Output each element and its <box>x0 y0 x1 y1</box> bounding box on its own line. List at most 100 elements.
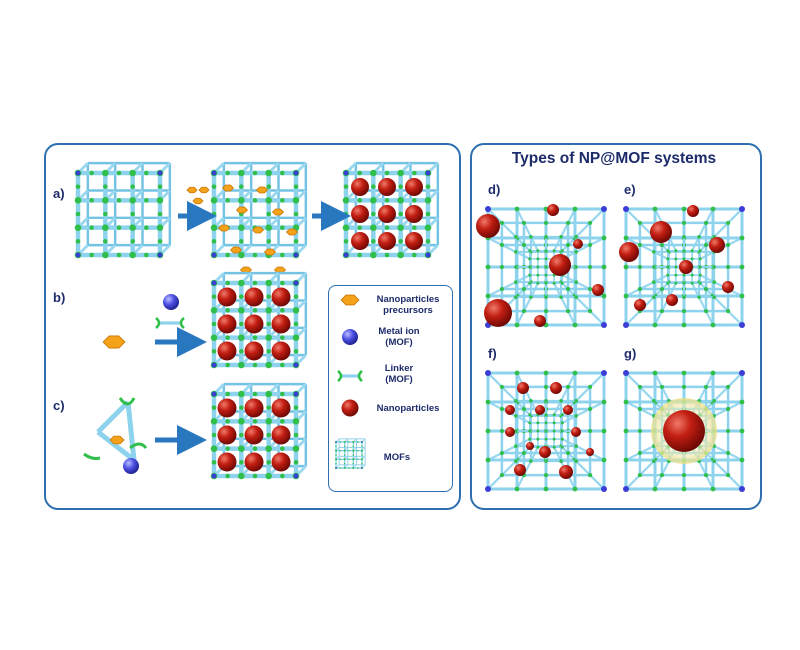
nanoparticle <box>217 287 237 307</box>
nanoparticle <box>592 284 604 296</box>
nanoparticle <box>244 425 264 445</box>
nanoparticles-b <box>217 287 291 361</box>
nanoparticle <box>405 178 423 196</box>
nanoparticle <box>476 214 500 238</box>
nanoparticle <box>573 239 583 249</box>
nanoparticles-d <box>476 204 604 327</box>
nanoparticle <box>405 232 423 250</box>
panel-title: Types of NP@MOF systems <box>511 150 717 167</box>
mof-f <box>485 370 607 492</box>
label-f: f) <box>488 346 497 361</box>
precursor <box>255 186 269 194</box>
nanoparticle <box>351 178 369 196</box>
nanoparticle <box>341 399 359 417</box>
nanoparticle <box>271 287 291 307</box>
label-e: e) <box>624 182 636 197</box>
nanoparticle <box>378 178 396 196</box>
core-shell-nanoparticle <box>651 398 717 464</box>
nanoparticle <box>563 405 573 415</box>
nanoparticle <box>619 242 639 262</box>
nanoparticle <box>217 314 237 334</box>
nanoparticle <box>484 299 512 327</box>
linker <box>155 317 185 329</box>
label-c: c) <box>53 398 65 413</box>
label-a: a) <box>53 186 65 201</box>
metal-ion <box>123 458 139 474</box>
precursor <box>235 206 249 214</box>
nanoparticles-c <box>217 398 291 472</box>
mof-b <box>210 271 308 369</box>
precursor <box>221 184 235 192</box>
nanoparticle <box>271 452 291 472</box>
nanoparticle <box>650 221 672 243</box>
label-b: b) <box>53 290 66 305</box>
nanoparticle <box>549 254 571 276</box>
nanoparticle <box>709 237 725 253</box>
legend-nanoparticles-label: Nanoparticles <box>376 403 440 414</box>
precursor <box>271 208 285 216</box>
nanoparticle <box>217 398 237 418</box>
nanoparticle <box>517 382 529 394</box>
nanoparticle <box>405 205 423 223</box>
nanoparticle <box>559 465 573 479</box>
nanoparticle <box>244 398 264 418</box>
label-d: d) <box>488 182 501 197</box>
nanoparticles-a <box>351 178 423 250</box>
nanoparticle <box>539 446 551 458</box>
mof-a1 <box>74 161 172 259</box>
nanoparticle <box>550 382 562 394</box>
nanoparticles-e <box>619 205 734 311</box>
nanoparticle <box>271 425 291 445</box>
precursor <box>263 248 277 256</box>
nanoparticle <box>351 205 369 223</box>
nanoparticle <box>351 232 369 250</box>
nanoparticle <box>666 294 678 306</box>
legend <box>328 285 453 492</box>
nanoparticle <box>217 341 237 361</box>
precursor <box>285 228 299 236</box>
nanoparticle <box>534 315 546 327</box>
nanoparticle <box>679 260 693 274</box>
nanoparticles-f <box>505 382 594 479</box>
nanoparticle <box>586 448 594 456</box>
mof-c <box>210 382 308 480</box>
legend-mofs-label: MOFs <box>383 452 411 463</box>
mof-a2 <box>210 161 308 259</box>
nanoparticle <box>378 232 396 250</box>
nanoparticle <box>634 299 646 311</box>
precursor-linker-complex <box>83 397 148 474</box>
precursor <box>186 186 198 194</box>
nanoparticle <box>526 442 534 450</box>
precursor <box>102 335 126 349</box>
nanoparticle <box>505 405 515 415</box>
metal-ion <box>342 329 358 345</box>
label-g: g) <box>624 346 637 361</box>
nanoparticle <box>535 405 545 415</box>
precursor <box>340 294 360 306</box>
precursor <box>229 246 243 254</box>
legend-linker-label: Linker(MOF) <box>384 363 414 385</box>
precursor <box>109 435 125 445</box>
metal-ion <box>163 294 179 310</box>
nanoparticle <box>217 425 237 445</box>
nanoparticle <box>687 205 699 217</box>
precursors-in-mof <box>217 184 299 274</box>
nanoparticle <box>271 341 291 361</box>
precursor <box>217 224 231 232</box>
nanoparticle <box>514 464 526 476</box>
nanoparticle <box>244 341 264 361</box>
nanoparticle <box>722 281 734 293</box>
nanoparticle <box>244 452 264 472</box>
nanoparticle <box>271 398 291 418</box>
precursor <box>251 226 265 234</box>
legend-mof-icon <box>334 438 366 470</box>
legend-metal-label: Metal ion(MOF) <box>378 326 420 348</box>
nanoparticle <box>271 314 291 334</box>
nanoparticle <box>244 287 264 307</box>
nanoparticle <box>505 427 515 437</box>
nanoparticle <box>571 427 581 437</box>
nanoparticle <box>217 452 237 472</box>
precursor <box>198 186 210 194</box>
